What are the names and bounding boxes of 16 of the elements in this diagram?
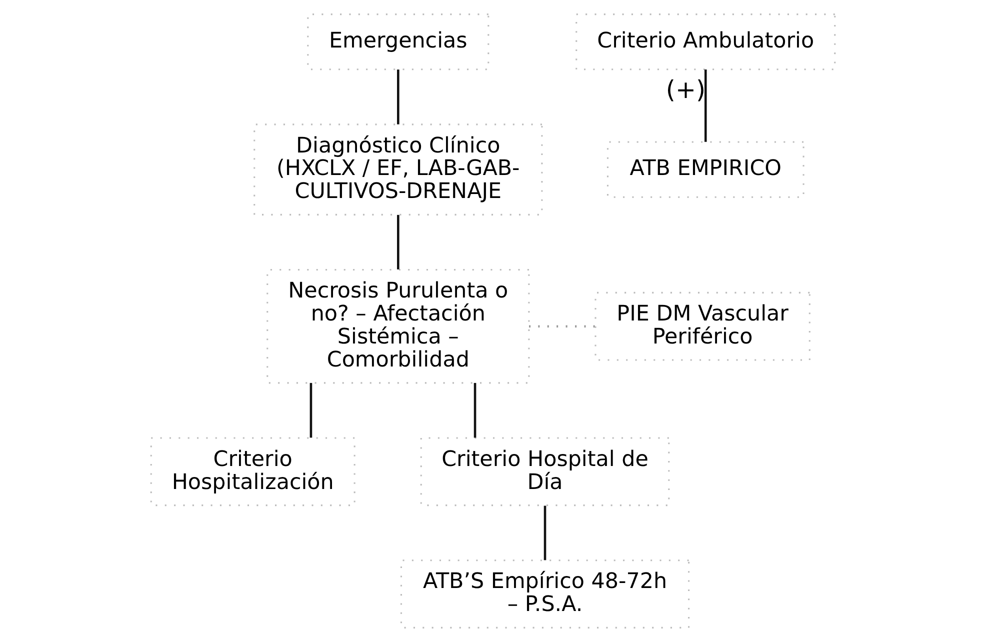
node-box: Diagnóstico Clínico (HXCLX / EF, LAB-GAB-CULTIVOS-DRENAJE	[254, 124, 543, 216]
node-box: Criterio Hospital de Día	[420, 437, 670, 506]
connector	[704, 70, 707, 142]
node-box: Criterio Hospitalización	[150, 437, 356, 506]
connector	[397, 214, 400, 270]
node-box: Necrosis Purulenta o no? – Afectación Sistémica – Comorbilidad	[266, 269, 530, 384]
node-box: ATB’S Empírico 48-72h – P.S.A.	[400, 560, 690, 628]
connector	[397, 70, 400, 124]
connector	[544, 506, 546, 560]
connector	[474, 382, 476, 438]
node-box: PIE DM Vascular Periférico	[594, 292, 810, 361]
node-box: Criterio Ambulatorio	[576, 14, 836, 70]
node-box: Emergencias	[307, 14, 490, 70]
edge-label: (+)	[666, 74, 706, 104]
node-box: ATB EMPIRICO	[606, 141, 804, 198]
connector	[310, 382, 312, 438]
